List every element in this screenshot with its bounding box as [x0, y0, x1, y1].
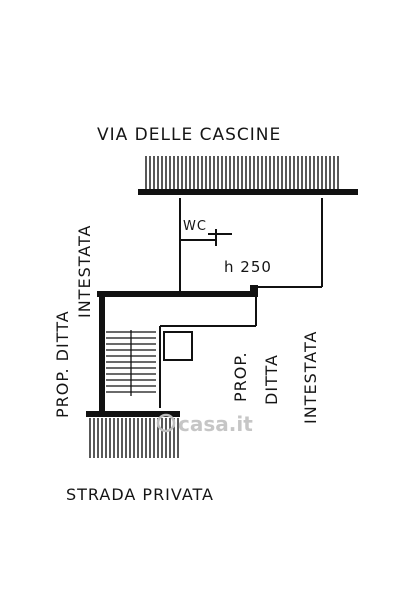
watermark-text: casa.it: [178, 412, 253, 436]
right-owner-label-1: PROP.: [231, 351, 250, 402]
bottom-street-label: STRADA PRIVATA: [66, 485, 214, 504]
watermark-logo-icon: [156, 413, 176, 433]
wc-label: WC: [183, 219, 207, 234]
top-facade-hatch: [145, 156, 339, 190]
middle-wall-column: [250, 285, 258, 295]
ceiling-height-label: h 250: [224, 258, 272, 276]
small-closet: [163, 331, 193, 361]
right-owner-label-2: DITTA: [262, 354, 281, 405]
left-owner-label-1: PROP. DITTA: [53, 310, 72, 418]
right-owner-label-3: INTESTATA: [301, 331, 320, 424]
top-street-label: VIA DELLE CASCINE: [97, 125, 281, 145]
left-owner-label-2: INTESTATA: [75, 225, 94, 318]
stair-steps: [106, 330, 156, 396]
bottom-facade-hatch: [89, 418, 179, 458]
